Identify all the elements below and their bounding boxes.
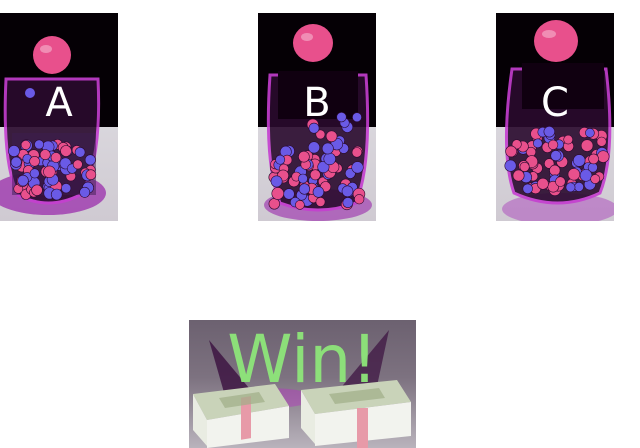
money-stack-icon [193, 384, 289, 448]
ball-icon [352, 112, 362, 123]
urn-b-panel: B [258, 13, 376, 221]
ball-icon [351, 161, 364, 174]
pink-knob-icon [33, 36, 71, 74]
ball-icon [543, 125, 555, 138]
ball-icon [60, 145, 72, 157]
ball-icon [550, 150, 562, 162]
ball-icon [519, 161, 530, 172]
ball-icon [79, 186, 91, 198]
ball-icon [275, 154, 286, 165]
pink-knob-icon [534, 20, 578, 62]
ball-icon [34, 139, 44, 150]
urn-b-label: B [303, 80, 331, 126]
ball-icon [31, 184, 43, 196]
urn-a-panel: A [0, 13, 118, 221]
ball-icon [29, 156, 40, 167]
urn-c-illustration [502, 20, 614, 221]
ball-icon [580, 139, 594, 152]
ball-icon [315, 196, 326, 207]
ball-icon [354, 194, 365, 205]
ball-icon [298, 150, 310, 163]
money-stacks-illustration [193, 330, 411, 448]
ball-icon [504, 159, 517, 172]
ball-icon [39, 149, 51, 160]
ball-icon [84, 154, 96, 166]
ball-icon [537, 177, 549, 190]
ball-icon [29, 168, 40, 179]
ball-icon [10, 156, 22, 168]
urn-c-panel: C [496, 13, 614, 221]
ball-icon [74, 147, 86, 158]
urn-a-illustration [0, 36, 106, 215]
ball-icon [325, 130, 338, 143]
ball-icon [50, 188, 63, 201]
ball-icon [572, 154, 586, 167]
ball-icon [321, 142, 334, 155]
ball-icon [555, 176, 566, 187]
ball-icon [588, 153, 599, 165]
ball-icon [268, 198, 280, 210]
win-panel: Win! [189, 320, 416, 448]
ball-icon [505, 145, 517, 158]
ball-icon [596, 136, 607, 147]
ball-icon [20, 139, 31, 150]
ball-icon [547, 139, 559, 150]
ball-icon [295, 200, 305, 210]
ball-icon [298, 183, 311, 195]
urn-a-label: A [45, 80, 73, 126]
ball-icon [532, 138, 543, 149]
ball-icon [270, 175, 283, 188]
ball-icon [312, 186, 325, 198]
ball-icon [351, 147, 363, 158]
ball-icon [315, 129, 326, 140]
ball-icon [43, 165, 56, 179]
ball-icon [522, 183, 533, 195]
ball-icon [549, 164, 561, 176]
ball-icon [341, 185, 354, 198]
ball-icon [60, 183, 72, 194]
ball-icon [17, 174, 29, 187]
urn-c-label: C [541, 80, 569, 126]
ball-icon [590, 174, 601, 184]
ball-icon [308, 122, 320, 134]
ball-icon [336, 111, 347, 123]
urn-b-illustration [264, 24, 372, 221]
ball-icon [8, 145, 20, 157]
ball-icon [563, 134, 573, 145]
ball-icon [271, 187, 285, 200]
ball-icon [567, 168, 581, 181]
ball-icon [307, 141, 320, 154]
ball-icon [579, 169, 593, 182]
ball-icon [512, 169, 525, 182]
win-text: Win! [227, 321, 378, 398]
ball-icon [585, 128, 595, 138]
ball-icon [565, 182, 576, 193]
ball-icon [596, 150, 610, 163]
ball-icon [85, 169, 97, 180]
ball-icon [50, 152, 62, 163]
pink-knob-icon [293, 24, 333, 62]
ball-icon [72, 159, 83, 170]
money-stack-icon [301, 380, 411, 448]
ball-icon [342, 197, 354, 208]
ball-icon [298, 173, 308, 184]
ball-icon [309, 169, 321, 181]
ball-icon [323, 152, 336, 166]
ball-icon [574, 181, 584, 192]
ball-icon [317, 161, 330, 174]
